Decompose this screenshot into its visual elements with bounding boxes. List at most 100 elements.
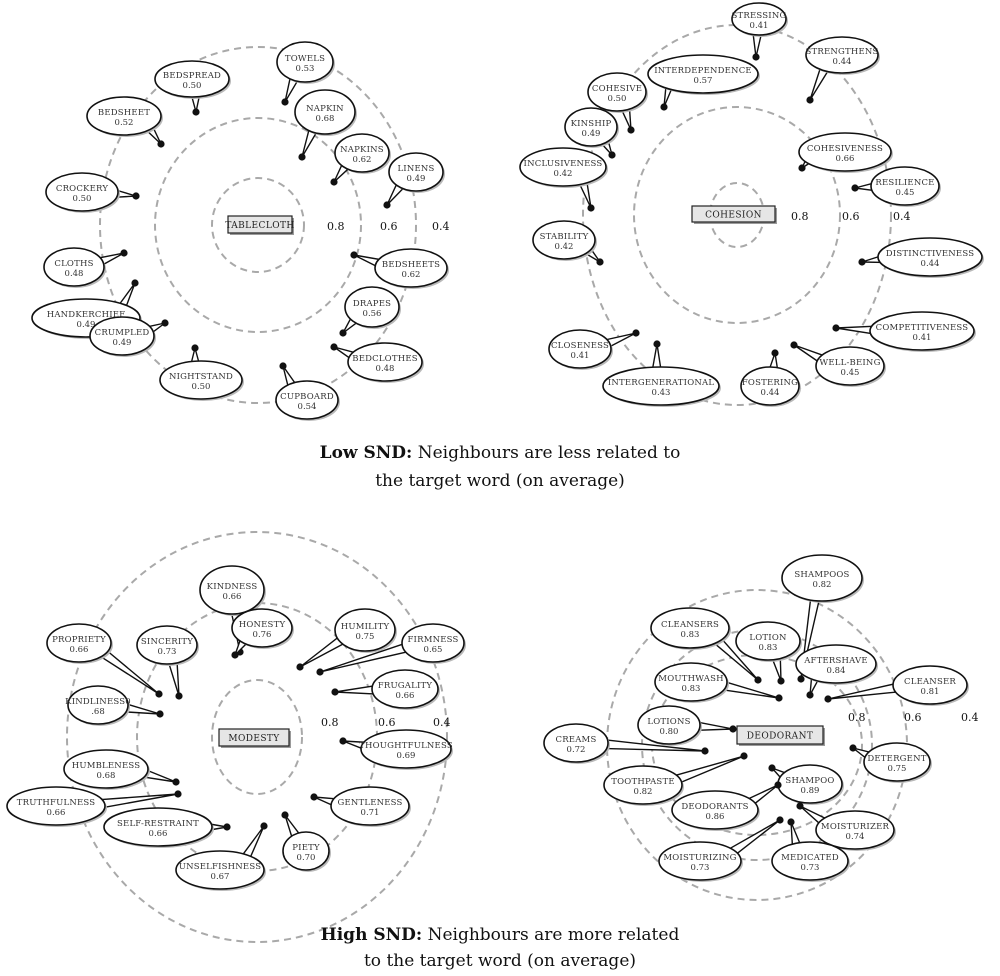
neighbour-dot xyxy=(281,98,289,106)
neighbour-dot xyxy=(175,692,183,700)
neighbour-dot xyxy=(316,668,324,676)
neighbour-similarity: 0.44 xyxy=(921,259,940,269)
neighbour-word: STABILITY xyxy=(540,232,589,242)
neighbour-similarity: 0.50 xyxy=(192,382,211,392)
ring-label: 0.8 xyxy=(321,716,339,729)
neighbour-bubble xyxy=(863,742,931,782)
neighbour-bubble xyxy=(344,286,400,328)
similarity-ring-middle xyxy=(633,106,841,324)
neighbour-word: LOTIONS xyxy=(647,717,690,727)
neighbour-bubble xyxy=(658,841,742,881)
neighbour-bubble xyxy=(532,220,596,260)
neighbour-bubble xyxy=(175,850,265,890)
neighbour-bubble xyxy=(360,729,452,769)
ring-label: 0.8 xyxy=(791,210,809,223)
neighbour-dot xyxy=(777,677,785,685)
neighbour-dot xyxy=(752,53,760,61)
neighbour-bubble xyxy=(89,316,155,356)
neighbour-bubble xyxy=(334,608,396,652)
neighbour-word: PROPRIETY xyxy=(52,635,106,645)
neighbour-dot xyxy=(797,675,805,683)
neighbour-similarity: 0.53 xyxy=(296,64,315,74)
neighbour-similarity: 0.49 xyxy=(407,174,426,184)
neighbour-word: DISTINCTIVENESS xyxy=(886,249,974,259)
neighbour-word: INCLUSIVENESS xyxy=(524,159,603,169)
neighbour-callout: KINDLINESS0.68 xyxy=(65,685,164,726)
neighbour-bubble xyxy=(136,625,198,665)
neighbour-bubble xyxy=(892,665,968,705)
neighbour-similarity: 0.49 xyxy=(113,338,132,348)
neighbour-word: THOUGHTFULNESS xyxy=(359,741,453,751)
neighbour-dot xyxy=(231,651,239,659)
target-word: TABLECLOTH xyxy=(225,221,294,231)
similarity-ring-inner xyxy=(211,679,303,795)
neighbour-dot xyxy=(587,204,595,212)
neighbour-dot xyxy=(806,691,814,699)
neighbour-similarity: 0.73 xyxy=(691,863,710,873)
neighbour-bubble xyxy=(870,166,940,206)
neighbour-similarity: 0.49 xyxy=(77,320,96,330)
neighbour-bubble xyxy=(671,790,759,830)
neighbour-bubble xyxy=(334,133,390,173)
neighbour-bubble xyxy=(63,749,149,789)
neighbour-similarity: 0.83 xyxy=(681,630,700,640)
neighbour-similarity: 0.82 xyxy=(634,787,653,797)
ring-label: 0.8 xyxy=(327,220,345,233)
neighbour-dot xyxy=(787,818,795,826)
neighbour-dot xyxy=(768,764,776,772)
neighbour-dot xyxy=(660,103,668,111)
neighbour-bubble xyxy=(795,644,877,684)
neighbour-similarity: 0.43 xyxy=(652,388,671,398)
neighbour-dot xyxy=(774,781,782,789)
neighbour-dot xyxy=(296,663,304,671)
neighbour-bubble xyxy=(347,342,423,382)
neighbour-dot xyxy=(223,823,231,831)
neighbour-dot xyxy=(310,793,318,801)
neighbour-bubble xyxy=(815,346,885,386)
neighbour-similarity: 0.41 xyxy=(571,351,590,361)
low-snd-caption-line1: Low SND: Neighbours are less related to xyxy=(320,443,681,463)
neighbour-similarity: 0.66 xyxy=(223,592,242,602)
neighbour-word: MOISTURIZING xyxy=(663,853,736,863)
neighbour-dot xyxy=(120,249,128,257)
neighbour-dot xyxy=(350,251,358,259)
neighbour-dot xyxy=(849,744,857,752)
neighbour-word: SELF-RESTRAINT xyxy=(117,819,199,829)
neighbour-similarity: 0.56 xyxy=(363,309,382,319)
neighbour-similarity: 0.41 xyxy=(913,333,932,343)
neighbour-bubble xyxy=(276,41,334,83)
callout-tail xyxy=(93,793,179,810)
neighbour-bubble xyxy=(67,685,129,725)
neighbour-dot xyxy=(740,752,748,760)
neighbour-word: TRUTHFULNESS xyxy=(17,798,96,808)
neighbour-similarity: 0.73 xyxy=(158,647,177,657)
neighbour-word: MOUTHWASH xyxy=(658,674,723,684)
neighbour-bubble xyxy=(43,247,105,287)
neighbour-dot xyxy=(851,184,859,192)
neighbour-bubble xyxy=(805,36,879,74)
neighbour-bubble xyxy=(86,96,162,136)
neighbour-dot xyxy=(729,725,737,733)
similarity-ring-outer xyxy=(99,46,417,404)
neighbour-dot xyxy=(798,164,806,172)
neighbour-dot xyxy=(701,747,709,755)
target-word-box xyxy=(736,725,824,745)
